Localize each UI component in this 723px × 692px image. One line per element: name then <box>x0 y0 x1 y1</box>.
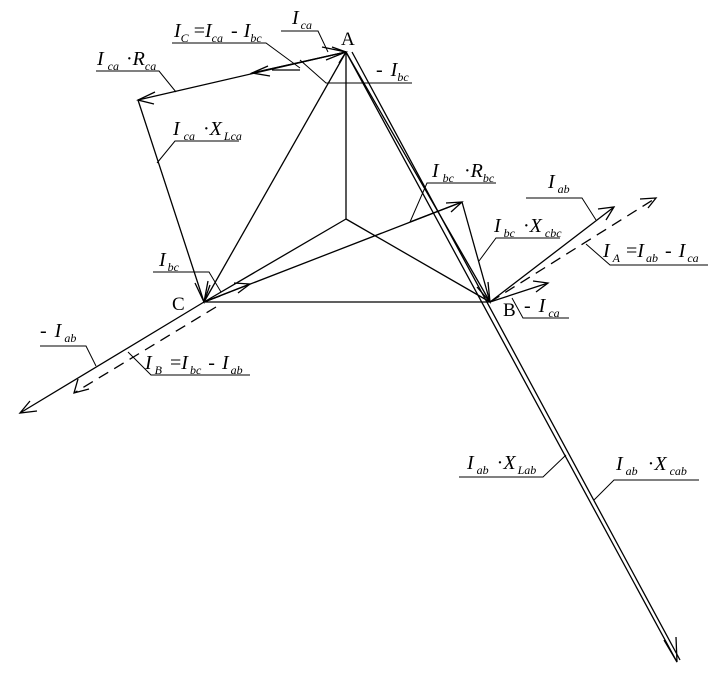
star-lines <box>203 52 491 303</box>
node-a-label: A <box>341 29 355 50</box>
arrowhead-xcab <box>663 636 678 663</box>
vector-iab-long <box>345 51 681 663</box>
leader-ibc-xcbc <box>478 237 560 262</box>
triangle <box>203 51 491 303</box>
arrowhead-b <box>476 281 491 304</box>
vector-neg-ica <box>489 282 549 303</box>
vector-iab-xcab <box>351 51 681 661</box>
label-ic: IC=Ica-Ibc <box>173 20 262 45</box>
vector-ibc-xcbc <box>461 201 491 303</box>
leader-ib <box>127 351 250 376</box>
arrowhead-neg-iab <box>18 400 38 414</box>
arrowhead-neg-ica <box>532 280 550 293</box>
leader-ibc-rbc <box>409 182 496 223</box>
vector-iab-xlab <box>345 51 678 663</box>
leader-neg-ibc <box>299 59 412 84</box>
arrowhead-ib <box>73 378 90 394</box>
vector-ica-xlca <box>137 99 205 303</box>
label-neg-ibc: -Ibc <box>376 59 409 84</box>
leader-iab-xlab <box>459 454 567 478</box>
side-ac <box>203 51 347 303</box>
arrowhead-c <box>202 284 221 304</box>
vector-ic <box>265 51 347 71</box>
star-line-c <box>203 218 347 303</box>
vectors-near-a <box>249 46 349 77</box>
leader-ia <box>585 243 708 266</box>
vectors-near-b <box>409 197 658 304</box>
arrowhead-a <box>331 46 347 64</box>
leader-ic <box>172 42 301 69</box>
arrowhead-ia <box>639 197 658 209</box>
leader-ica-rca <box>96 70 177 93</box>
vector-iab <box>489 206 615 303</box>
vector-ib <box>73 306 217 394</box>
node-c-label: C <box>172 294 185 315</box>
side-ab <box>345 51 491 303</box>
vector-ia <box>489 197 657 303</box>
leader-lines <box>40 30 708 501</box>
arrowhead-ica <box>249 65 271 77</box>
leader-neg-ica <box>511 297 569 319</box>
leader-iab <box>526 197 597 221</box>
leader-iab-xcab <box>593 479 699 501</box>
vectors-near-c <box>18 201 463 414</box>
arrowhead-ibc <box>233 282 252 294</box>
leader-ica-xlca <box>156 140 239 164</box>
arrowhead-iab <box>597 206 616 221</box>
leader-ibc <box>153 271 222 293</box>
star-line-b <box>345 218 491 303</box>
leader-neg-iab <box>40 345 97 367</box>
leader-ica <box>281 30 329 53</box>
node-b-label: B <box>503 300 516 321</box>
vector-neg-iab <box>19 301 205 414</box>
